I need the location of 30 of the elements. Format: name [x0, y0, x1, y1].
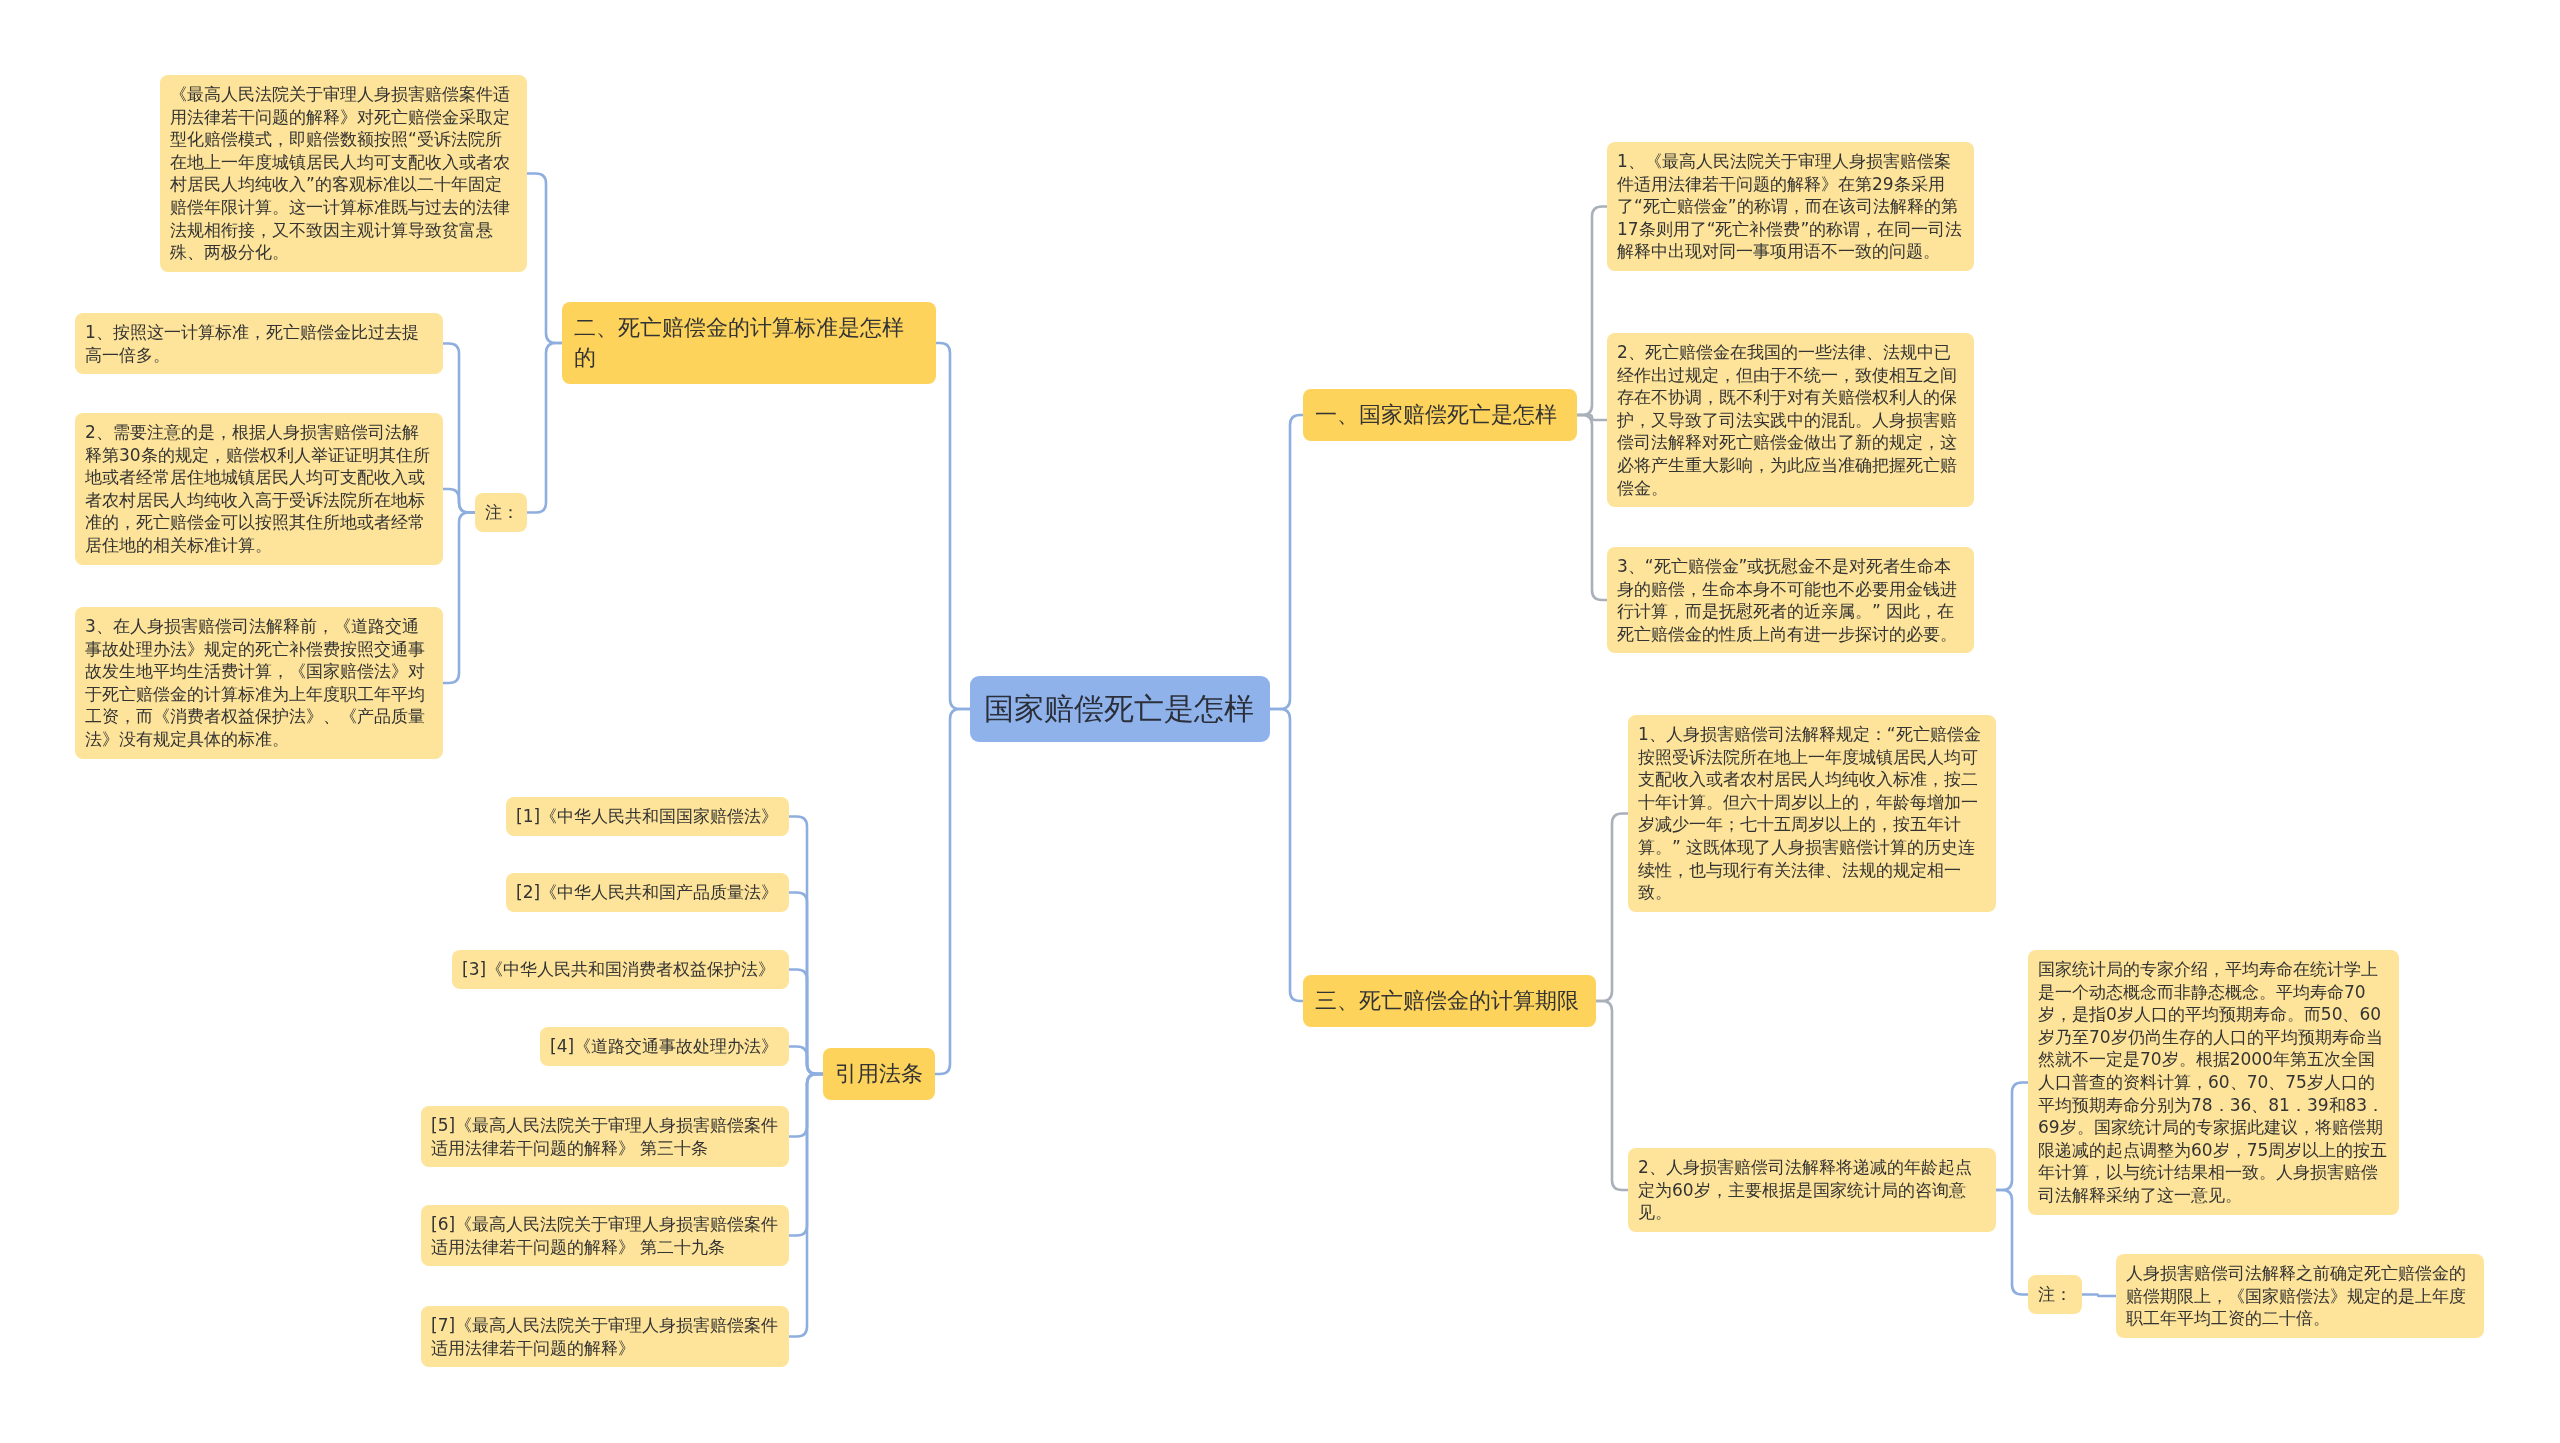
note-box: [7]《最高人民法院关于审理人身损害赔偿案件适用法律若干问题的解释》 [421, 1306, 789, 1368]
note-box: 注： [475, 493, 527, 532]
note-box: 人身损害赔偿司法解释之前确定死亡赔偿金的赔偿期限上，《国家赔偿法》规定的是上年度职工年平均工资的二十倍。 [2116, 1254, 2484, 1338]
topic-box: 三、死亡赔偿金的计算期限 [1303, 975, 1596, 1027]
connector-line [789, 1072, 823, 1338]
note-box: 《最高人民法院关于审理人身损害赔偿案件适用法律若干问题的解释》对死亡赔偿金采取定型化赔偿模式，即赔偿数额按照“受诉法院所在地上一年度城镇居民人均可支配收入或者农村居民人均纯收入”的客观标准以二十年固定赔偿年限计算。这一计算标准既与过去的法律法规相衔接，又不致因主观计算导致贫富悬殊、两极分化。 [160, 75, 527, 272]
note-box: 1、《最高人民法院关于审理人身损害赔偿案件适用法律若干问题的解释》在第29条采用了“死亡赔偿金”的称谓，而在该司法解释的第17条则用了“死亡补偿费”的称谓，在同一司法解释中出现对同一事项用语不一致的问题。 [1607, 142, 1974, 271]
note-box: 国家统计局的专家介绍，平均寿命在统计学上是一个动态概念而非静态概念。平均寿命70岁，是指0岁人口的平均预期寿命。而50、60岁乃至70岁仍尚生存的人口的平均预期寿命当然就不一定是70岁。根据2000年第五次全国人口普查的资料计算，60、70、75岁人口的平均预期寿命分别为78．36、81．39和83．69岁。国家统计局的专家据此建议，将赔偿期限递减的起点调整为60岁，75周岁以上的按五年计算，以与统计结果相一致。人身损害赔偿司法解释采纳了这一意见。 [2028, 950, 2399, 1215]
note-box: [3]《中华人民共和国消费者权益保护法》 [452, 950, 789, 989]
note-box: [6]《最高人民法院关于审理人身损害赔偿案件适用法律若干问题的解释》 第二十九条 [421, 1205, 789, 1267]
note-box: 1、人身损害赔偿司法解释规定：“死亡赔偿金按照受诉法院所在地上一年度城镇居民人均可支配收入或者农村居民人均纯收入标准，按二十年计算。但六十周岁以上的，年龄每增加一岁减少一年；七十五周岁以上的，按五年计算。” 这既体现了人身损害赔偿计算的历史连续性，也与现行有关法律、法规的规定相一致。 [1628, 715, 1996, 912]
topic-box: 二、死亡赔偿金的计算标准是怎样的 [562, 302, 936, 384]
connector-line [1996, 1188, 2028, 1296]
note-box: [5]《最高人民法院关于审理人身损害赔偿案件适用法律若干问题的解释》 第三十条 [421, 1106, 789, 1168]
note-box: 2、人身损害赔偿司法解释将递减的年龄起点定为60岁，主要根据是国家统计局的咨询意见。 [1628, 1148, 1996, 1232]
note-box: [2]《中华人民共和国产品质量法》 [506, 873, 789, 912]
topic-box: 一、国家赔偿死亡是怎样 [1303, 389, 1577, 441]
topic-box: 引用法条 [823, 1048, 935, 1100]
central-topic-box: 国家赔偿死亡是怎样 [970, 676, 1270, 742]
note-box: 3、在人身损害赔偿司法解释前，《道路交通事故处理办法》规定的死亡补偿费按照交通事故发生地平均生活费计算，《国家赔偿法》对于死亡赔偿金的计算标准为上年度职工年平均工资，而《消费者权益保护法》、《产品质量法》没有规定具体的标准。 [75, 607, 443, 759]
connector-line [2082, 1293, 2116, 1298]
note-box: [1]《中华人民共和国国家赔偿法》 [506, 797, 789, 836]
note-box: 2、需要注意的是，根据人身损害赔偿司法解释第30条的规定，赔偿权利人举证证明其住所地或者经常居住地城镇居民人均可支配收入或者农村居民人均纯收入高于受诉法院所在地标准的，死亡赔偿金可以按照其住所地或者经常居住地的相关标准计算。 [75, 413, 443, 565]
note-box: [4]《道路交通事故处理办法》 [540, 1027, 789, 1066]
note-box: 注： [2028, 1275, 2082, 1314]
connector-line [527, 341, 562, 514]
note-box: 1、按照这一计算标准，死亡赔偿金比过去提高一倍多。 [75, 313, 443, 375]
connector-line [1270, 707, 1303, 1003]
note-box: 3、“死亡赔偿金”或抚慰金不是对死者生命本身的赔偿，生命本身不可能也不必要用金钱进行计算，而是抚慰死者的近亲属。” 因此，在死亡赔偿金的性质上尚有进一步探讨的必要。 [1607, 547, 1974, 654]
note-box: 2、死亡赔偿金在我国的一些法律、法规中已经作出过规定，但由于不统一，致使相互之间存在不协调，既不利于对有关赔偿权利人的保护，又导致了司法实践中的混乱。人身损害赔偿司法解释对死亡赔偿金做出了新的规定，这必将产生重大影响，为此应当准确把握死亡赔偿金。 [1607, 333, 1974, 508]
